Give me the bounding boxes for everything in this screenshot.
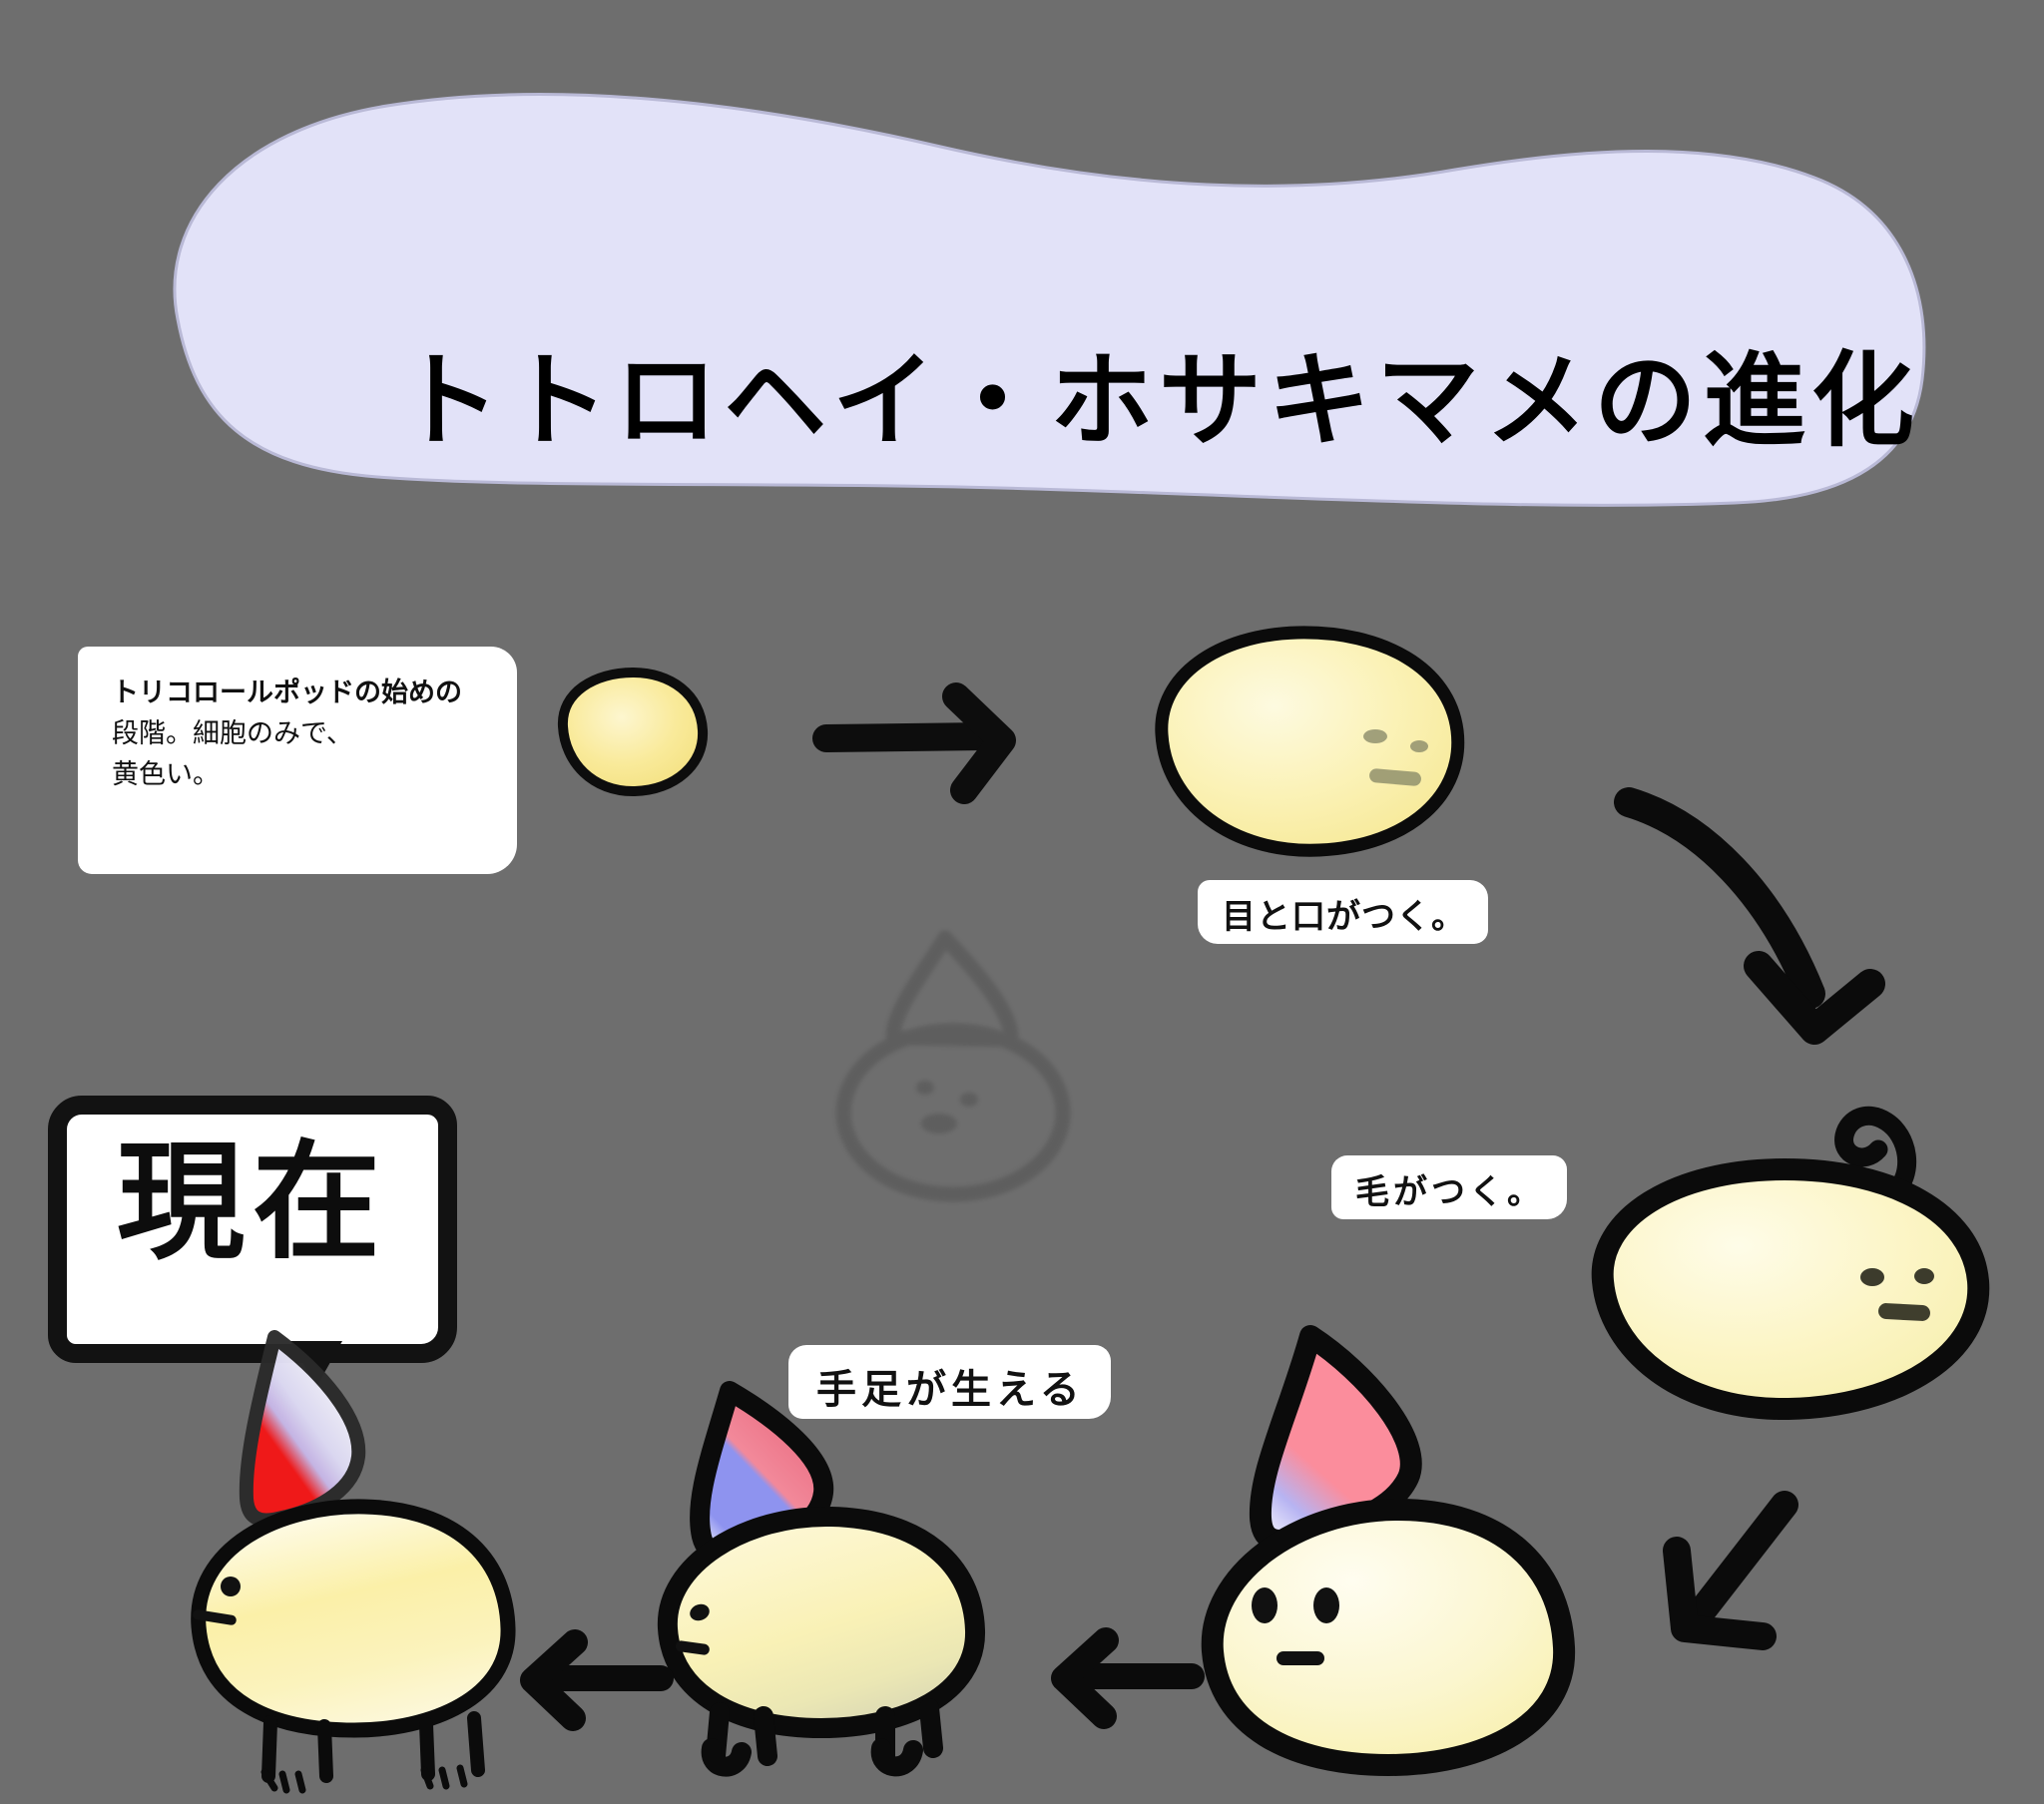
note-stage1-line2: 段階。細胞のみで、 xyxy=(112,718,353,750)
note-stage1: トリコロールポッドの始めの 段階。細胞のみで、 黄色い。 xyxy=(78,647,517,874)
creature-stage-3-blob-hair xyxy=(1587,1078,2006,1437)
arrow-left-icon-1 xyxy=(1046,1626,1206,1746)
note-hair-appears: 毛がつく。 xyxy=(1331,1155,1567,1219)
creature-stage-1-pod xyxy=(547,659,717,808)
creature-stage-2-blob-face xyxy=(1148,619,1487,878)
arrow-left-icon-2 xyxy=(515,1628,675,1748)
faint-pod-sketch-watermark xyxy=(813,928,1113,1217)
creature-stage-4-flame-blob xyxy=(1193,1322,1582,1781)
note-stage1-line1: トリコロールポッドの始めの xyxy=(112,677,462,708)
callout-label: 現在 xyxy=(116,1128,388,1277)
creature-stage-6-current xyxy=(175,1327,534,1796)
note-eyes-mouth: 目と口がつく。 xyxy=(1198,880,1488,944)
creature-stage-5-flame-legs xyxy=(654,1377,1023,1796)
page-title: トトロヘイ・ホサキマメの進化 xyxy=(397,341,1920,461)
title-banner: トトロヘイ・ホサキマメの進化 xyxy=(118,70,1934,549)
note-stage1-line3: 黄色い。 xyxy=(112,759,220,791)
arrow-right-icon xyxy=(812,678,1036,808)
arrow-down-left-icon xyxy=(1637,1489,1836,1678)
note-current-callout: 現在 xyxy=(48,1096,457,1387)
arrow-curve-down-right-icon xyxy=(1593,754,1902,1064)
note-limbs-grow: 手足が生える xyxy=(788,1345,1111,1419)
callout-shell xyxy=(48,1096,457,1363)
